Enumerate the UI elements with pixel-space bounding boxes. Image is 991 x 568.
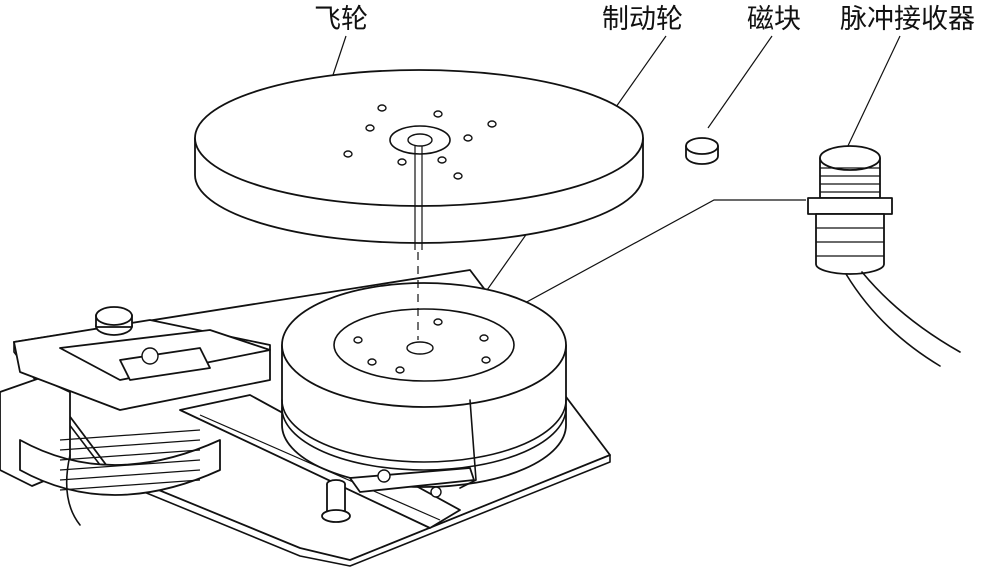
label-pulse-receiver: 脉冲接收器 [840,4,975,35]
label-flywheel: 飞轮 [314,4,368,35]
label-brake-wheel: 制动轮 [602,4,683,35]
leader-line-pulse-receiver [845,35,901,151]
brake-shoe [321,399,477,523]
coil-windings [59,429,201,491]
pulse-receiver [807,145,961,367]
brake-wheel [281,282,567,488]
leader-lines [321,35,901,323]
flywheel-hub-outer [389,125,451,155]
sensor-cable [845,273,941,367]
magnet-block [685,137,719,165]
brake-wheel-center-hole [406,341,434,355]
brake-wheel-hub [333,308,515,382]
sensor-thread [820,167,880,193]
label-magnet-block: 磁块 [747,4,801,35]
brake-wheel-bolt-holes [353,318,491,374]
shaft-axis [414,146,423,340]
flywheel-center-hole [407,133,433,147]
flywheel-bolt-holes [343,104,497,180]
pivot-screw [141,347,159,365]
leader-line-magnet-block [707,35,773,129]
flywheel [194,69,644,244]
motor-coil [0,377,221,526]
leader-line-brake-to-sensor [489,199,806,323]
